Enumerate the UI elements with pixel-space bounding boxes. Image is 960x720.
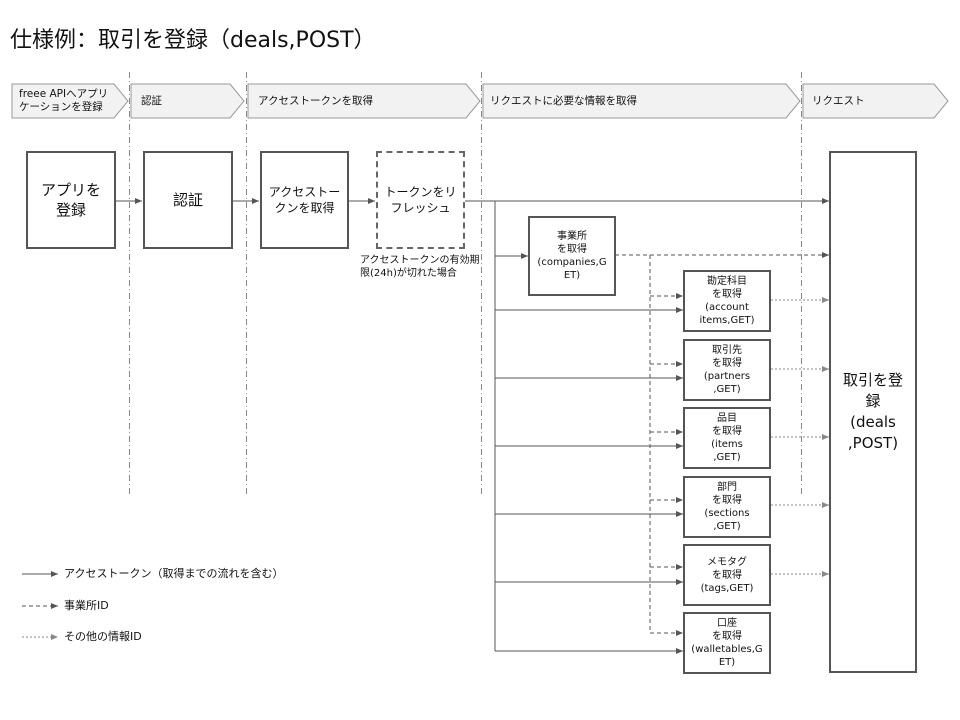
node-register-app-label: アプリを 登録 bbox=[40, 181, 101, 219]
page-title: 仕様例：取引を登録（deals,POST） bbox=[10, 28, 376, 53]
phase-chevron-4 bbox=[482, 83, 801, 119]
node-tags: メモタグ を取得 (tags,GET) bbox=[683, 544, 771, 606]
phase-chevron-5 bbox=[802, 83, 949, 119]
node-get-token-label: アクセストー クンを取得 bbox=[268, 185, 341, 215]
phase-chevron-1 bbox=[11, 83, 129, 119]
node-deals-label: 取引を登 録 (deals ,POST) bbox=[842, 371, 903, 452]
node-account-items: 勘定科目 を取得 (account items,GET) bbox=[683, 270, 771, 332]
node-items-label: 品目 を取得 (items ,GET) bbox=[711, 413, 743, 463]
legend-solid-label: アクセストークン（取得までの流れを含む） bbox=[64, 567, 284, 580]
node-walletables: 口座 を取得 (walletables,G ET) bbox=[683, 612, 771, 674]
node-partners-label: 取引先 を取得 (partners ,GET) bbox=[703, 345, 751, 395]
node-items: 品目 を取得 (items ,GET) bbox=[683, 407, 771, 469]
node-sections-label: 部門 を取得 (sections ,GET) bbox=[704, 482, 750, 532]
legend-dotted-label: その他の情報ID bbox=[64, 630, 142, 643]
node-refresh-token: トークンをリ フレッシュ bbox=[376, 151, 465, 249]
node-tags-label: メモタグ を取得 (tags,GET) bbox=[700, 556, 754, 594]
phase-label-fetch-info: リクエストに必要な情報を取得 bbox=[490, 95, 637, 107]
phase-chevron-3 bbox=[247, 83, 481, 119]
legend-dashed-label: 事業所ID bbox=[64, 599, 109, 612]
phase-chevron-2 bbox=[130, 83, 245, 119]
phase-label-auth: 認証 bbox=[141, 95, 162, 107]
node-register-app: アプリを 登録 bbox=[26, 151, 116, 249]
node-companies-label: 事業所 を取得 (companies,G ET) bbox=[537, 231, 607, 281]
refresh-note: アクセストークンの有効期 限(24h)が切れた場合 bbox=[360, 255, 480, 279]
node-sections: 部門 を取得 (sections ,GET) bbox=[683, 476, 771, 538]
node-get-token: アクセストー クンを取得 bbox=[260, 151, 349, 249]
node-walletables-label: 口座 を取得 (walletables,G ET) bbox=[691, 618, 763, 668]
node-auth-label: 認証 bbox=[172, 191, 203, 209]
node-auth: 認証 bbox=[143, 151, 233, 249]
phase-label-register: freee APIへアプリ ケーションを登録 bbox=[19, 88, 109, 113]
node-companies: 事業所 を取得 (companies,G ET) bbox=[528, 216, 616, 296]
node-refresh-token-label: トークンをリ フレッシュ bbox=[384, 185, 457, 215]
node-deals: 取引を登 録 (deals ,POST) bbox=[829, 151, 917, 673]
phase-label-request: リクエスト bbox=[812, 95, 865, 107]
node-account-items-label: 勘定科目 を取得 (account items,GET) bbox=[699, 276, 755, 326]
phase-label-token: アクセストークンを取得 bbox=[258, 95, 373, 107]
node-partners: 取引先 を取得 (partners ,GET) bbox=[683, 339, 771, 401]
